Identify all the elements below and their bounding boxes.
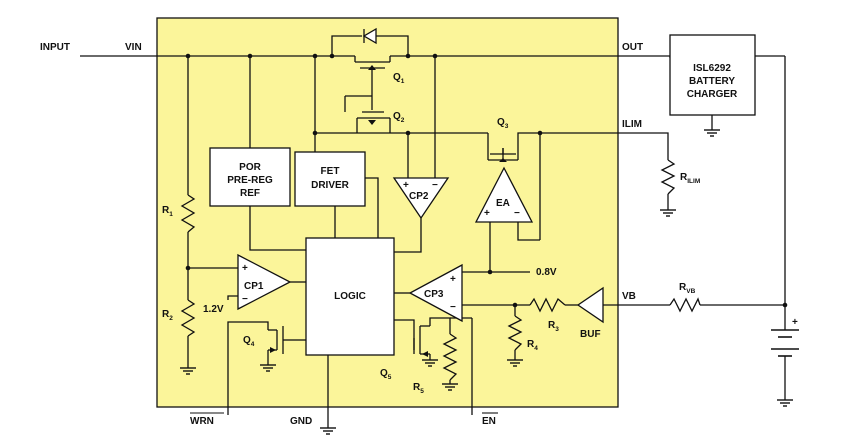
cp1-minus-sign: − — [242, 294, 248, 305]
ea-amp-icon — [474, 166, 534, 223]
q4-label: Q4 — [243, 335, 255, 348]
logic-block — [305, 237, 395, 356]
ilim-pin-label: ILIM — [622, 119, 642, 130]
charger-block — [669, 34, 756, 116]
r2-label: R2 — [162, 309, 173, 322]
ea-minus-sign: − — [514, 208, 520, 219]
cp1-plus-sign: + — [242, 263, 248, 274]
logic-label: LOGIC — [334, 291, 366, 302]
q4-transistor-icon — [268, 326, 290, 354]
q5-transistor-icon — [413, 325, 430, 357]
cp2-amp-icon — [392, 177, 450, 220]
r3-label: R3 — [548, 320, 559, 333]
rilim-label: RILIM — [680, 172, 700, 185]
cp2-plus-sign: + — [403, 180, 409, 191]
charger-label-line1: ISL6292 — [693, 63, 731, 74]
cp2-minus-sign: − — [432, 180, 438, 191]
fet-label-line2: DRIVER — [311, 180, 350, 191]
gnd-pin-label: GND — [290, 416, 312, 427]
rvb-label: RVB — [679, 282, 696, 295]
q2-label: Q2 — [393, 111, 405, 124]
charger-label-line2: BATTERY — [689, 76, 735, 87]
out-pin-label: OUT — [622, 42, 643, 53]
amp-labels: CP1 CP2 EA CP3 BUF + − + − + − + − + — [242, 180, 798, 340]
ref-1-2v-label: 1.2V — [203, 304, 224, 315]
wrn-pin-label: WRN — [190, 416, 214, 427]
cp3-minus-sign: − — [450, 302, 456, 313]
ea-label: EA — [496, 198, 510, 209]
ref-0-8v-label: 0.8V — [536, 267, 557, 278]
vb-pin-label: VB — [622, 291, 636, 302]
q3-label: Q3 — [497, 117, 509, 130]
component-labels: Q1 Q2 Q3 Q4 Q5 R1 R2 R3 R4 R5 RILIM RVB — [162, 72, 700, 395]
por-block — [209, 147, 291, 207]
buf-amp-icon — [576, 286, 604, 324]
diode-icon — [362, 27, 377, 45]
charger-label-line3: CHARGER — [687, 89, 738, 100]
battery-plus-sign: + — [792, 317, 798, 328]
r2-resistor-icon — [180, 299, 196, 337]
por-label-line2: PRE-REG — [227, 175, 273, 186]
fet-label-line1: FET — [321, 166, 340, 177]
q3-transistor-icon — [488, 148, 518, 162]
cp1-amp-icon — [237, 253, 292, 311]
r5-label: R5 — [413, 382, 424, 395]
wires — [80, 35, 786, 428]
reference-labels: 1.2V 0.8V — [203, 267, 557, 315]
buf-label: BUF — [580, 329, 601, 340]
fet-driver-block — [294, 151, 366, 207]
r1-resistor-icon — [180, 194, 196, 233]
q2-transistor-icon — [356, 111, 391, 125]
por-label-line1: POR — [239, 162, 261, 173]
por-label-line3: REF — [240, 188, 260, 199]
vin-pin-label: VIN — [125, 42, 142, 53]
r4-resistor-icon — [507, 315, 523, 351]
cp2-label: CP2 — [409, 191, 429, 202]
ea-plus-sign: + — [484, 208, 490, 219]
cp3-plus-sign: + — [450, 274, 456, 285]
q1-label: Q1 — [393, 72, 405, 85]
cp3-label: CP3 — [424, 289, 444, 300]
pin-labels: INPUT VIN OUT ILIM VB WRN GND EN — [40, 42, 643, 427]
ground-icon — [776, 399, 794, 407]
junctions — [185, 53, 788, 308]
r3-resistor-icon — [529, 297, 566, 313]
r5-resistor-icon — [442, 333, 458, 381]
r4-label: R4 — [527, 339, 538, 352]
battery-icon — [771, 329, 799, 357]
ground-icon — [659, 209, 677, 217]
cp3-amp-icon — [408, 263, 463, 323]
block-labels: POR PRE-REG REF FET DRIVER LOGIC ISL6292… — [227, 63, 738, 302]
q5-label: Q5 — [380, 368, 392, 381]
cp1-label: CP1 — [244, 281, 264, 292]
en-pin-label: EN — [482, 416, 496, 427]
ground-icon — [319, 427, 337, 435]
rvb-resistor-icon — [669, 297, 701, 313]
rilim-resistor-icon — [660, 159, 676, 195]
q1-transistor-icon — [355, 61, 390, 78]
ground-icon — [703, 129, 721, 137]
r1-label: R1 — [162, 205, 173, 218]
input-label: INPUT — [40, 42, 70, 53]
